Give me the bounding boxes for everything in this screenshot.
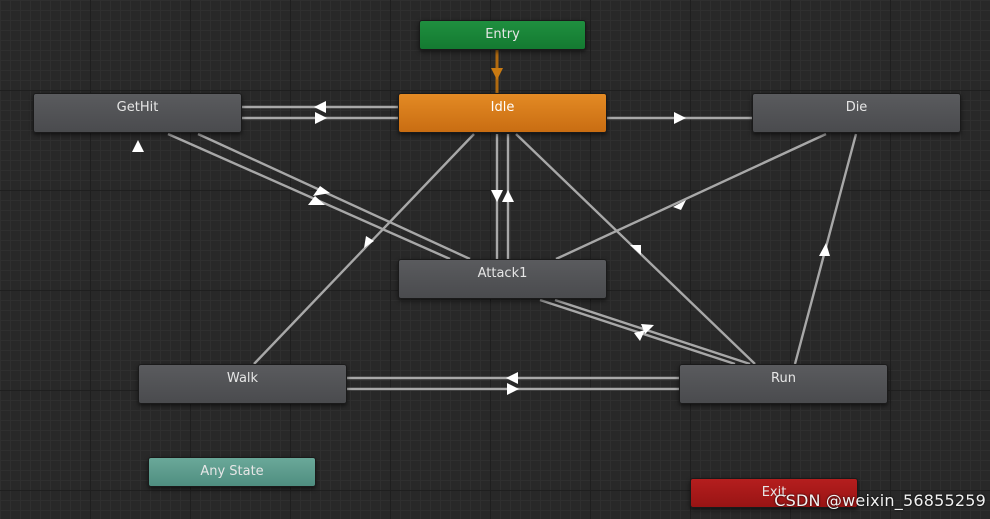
entry-node[interactable]: Entry [419,20,586,50]
transition-attack1-to-die[interactable] [555,132,827,261]
exit-node[interactable]: Exit [690,478,858,508]
transition-gethit-to-attack1[interactable] [197,132,471,261]
transition-run-to-gethit[interactable] [167,132,451,261]
arrow-icon [308,196,325,205]
arrow-right-icon [507,383,519,395]
arrow-left-icon [506,372,518,384]
arrow-up-icon [502,190,514,202]
arrow-down-icon [491,68,503,80]
arrow-icon [630,245,641,255]
arrow-right-icon [674,112,686,124]
any-state-node[interactable]: Any State [148,457,316,487]
idle-node[interactable]: Idle [398,93,607,133]
arrow-left-icon [314,101,326,113]
arrow-icon [313,186,330,196]
arrow-right-icon [315,112,327,124]
arrow-icon [641,324,654,334]
gethit-node[interactable]: GetHit [33,93,242,133]
transition-run-to-attack1[interactable] [554,298,751,366]
run-node[interactable]: Run [679,364,888,404]
arrow-up-icon [819,243,830,256]
arrow-icon [634,330,645,341]
arrow-down-icon [491,190,503,202]
transition-idle-to-walk[interactable] [253,133,475,365]
arrow-up-icon [132,140,144,152]
attack1-node[interactable]: Attack1 [398,259,607,299]
die-node[interactable]: Die [752,93,961,133]
walk-node[interactable]: Walk [138,364,347,404]
watermark: CSDN @weixin_56855259 [774,491,986,510]
transition-attack1-to-run[interactable] [539,298,736,366]
arrow-icon [673,200,686,210]
arrow-icon [364,236,374,248]
